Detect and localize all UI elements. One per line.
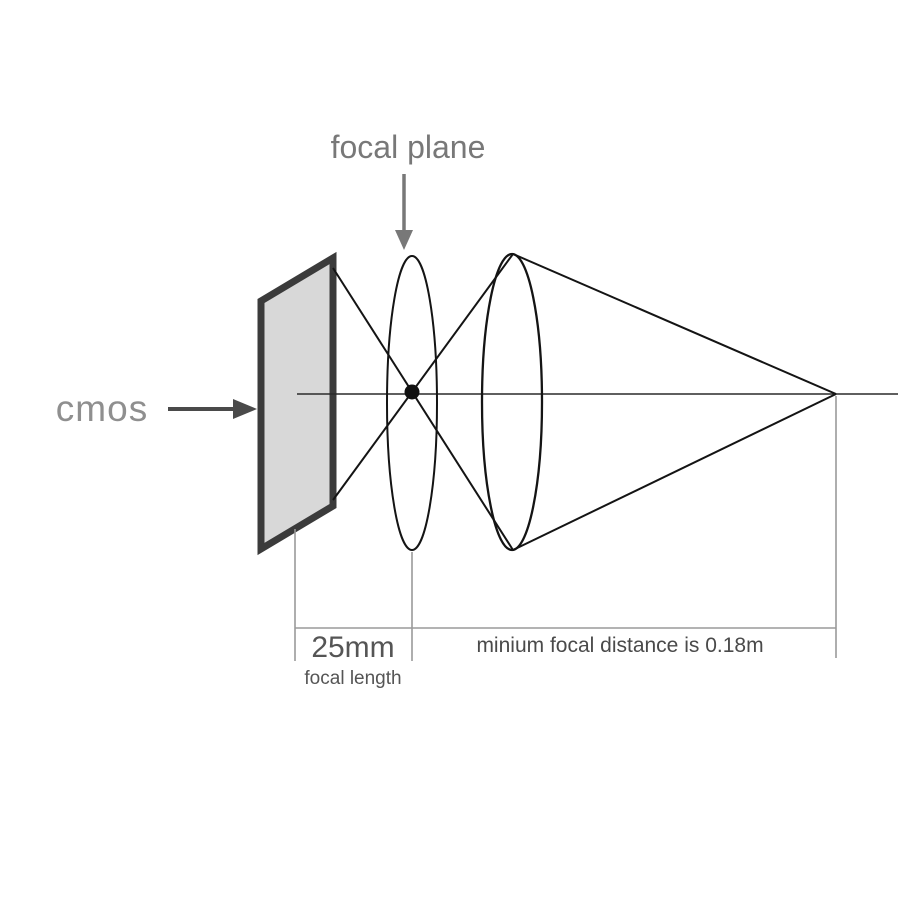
focal-plane-label: focal plane (331, 129, 486, 165)
cone-lower-line (512, 393, 837, 551)
focal-plane-arrow (395, 174, 413, 250)
cmos-label: cmos (56, 388, 148, 429)
focal-length-value: 25mm (311, 631, 394, 664)
min-focal-distance-label: minium focal distance is 0.18m (476, 634, 763, 657)
cmos-arrow (168, 399, 257, 419)
ray-line-ascending (332, 253, 514, 501)
focal-length-caption: focal length (304, 668, 401, 689)
cone-upper-line (512, 253, 837, 395)
lens-ellipse (480, 252, 544, 552)
cmos-panel (257, 251, 337, 556)
focal-point-dot (404, 384, 420, 400)
ray-line-descending (332, 267, 514, 551)
focal-plane-ellipse (386, 255, 438, 551)
